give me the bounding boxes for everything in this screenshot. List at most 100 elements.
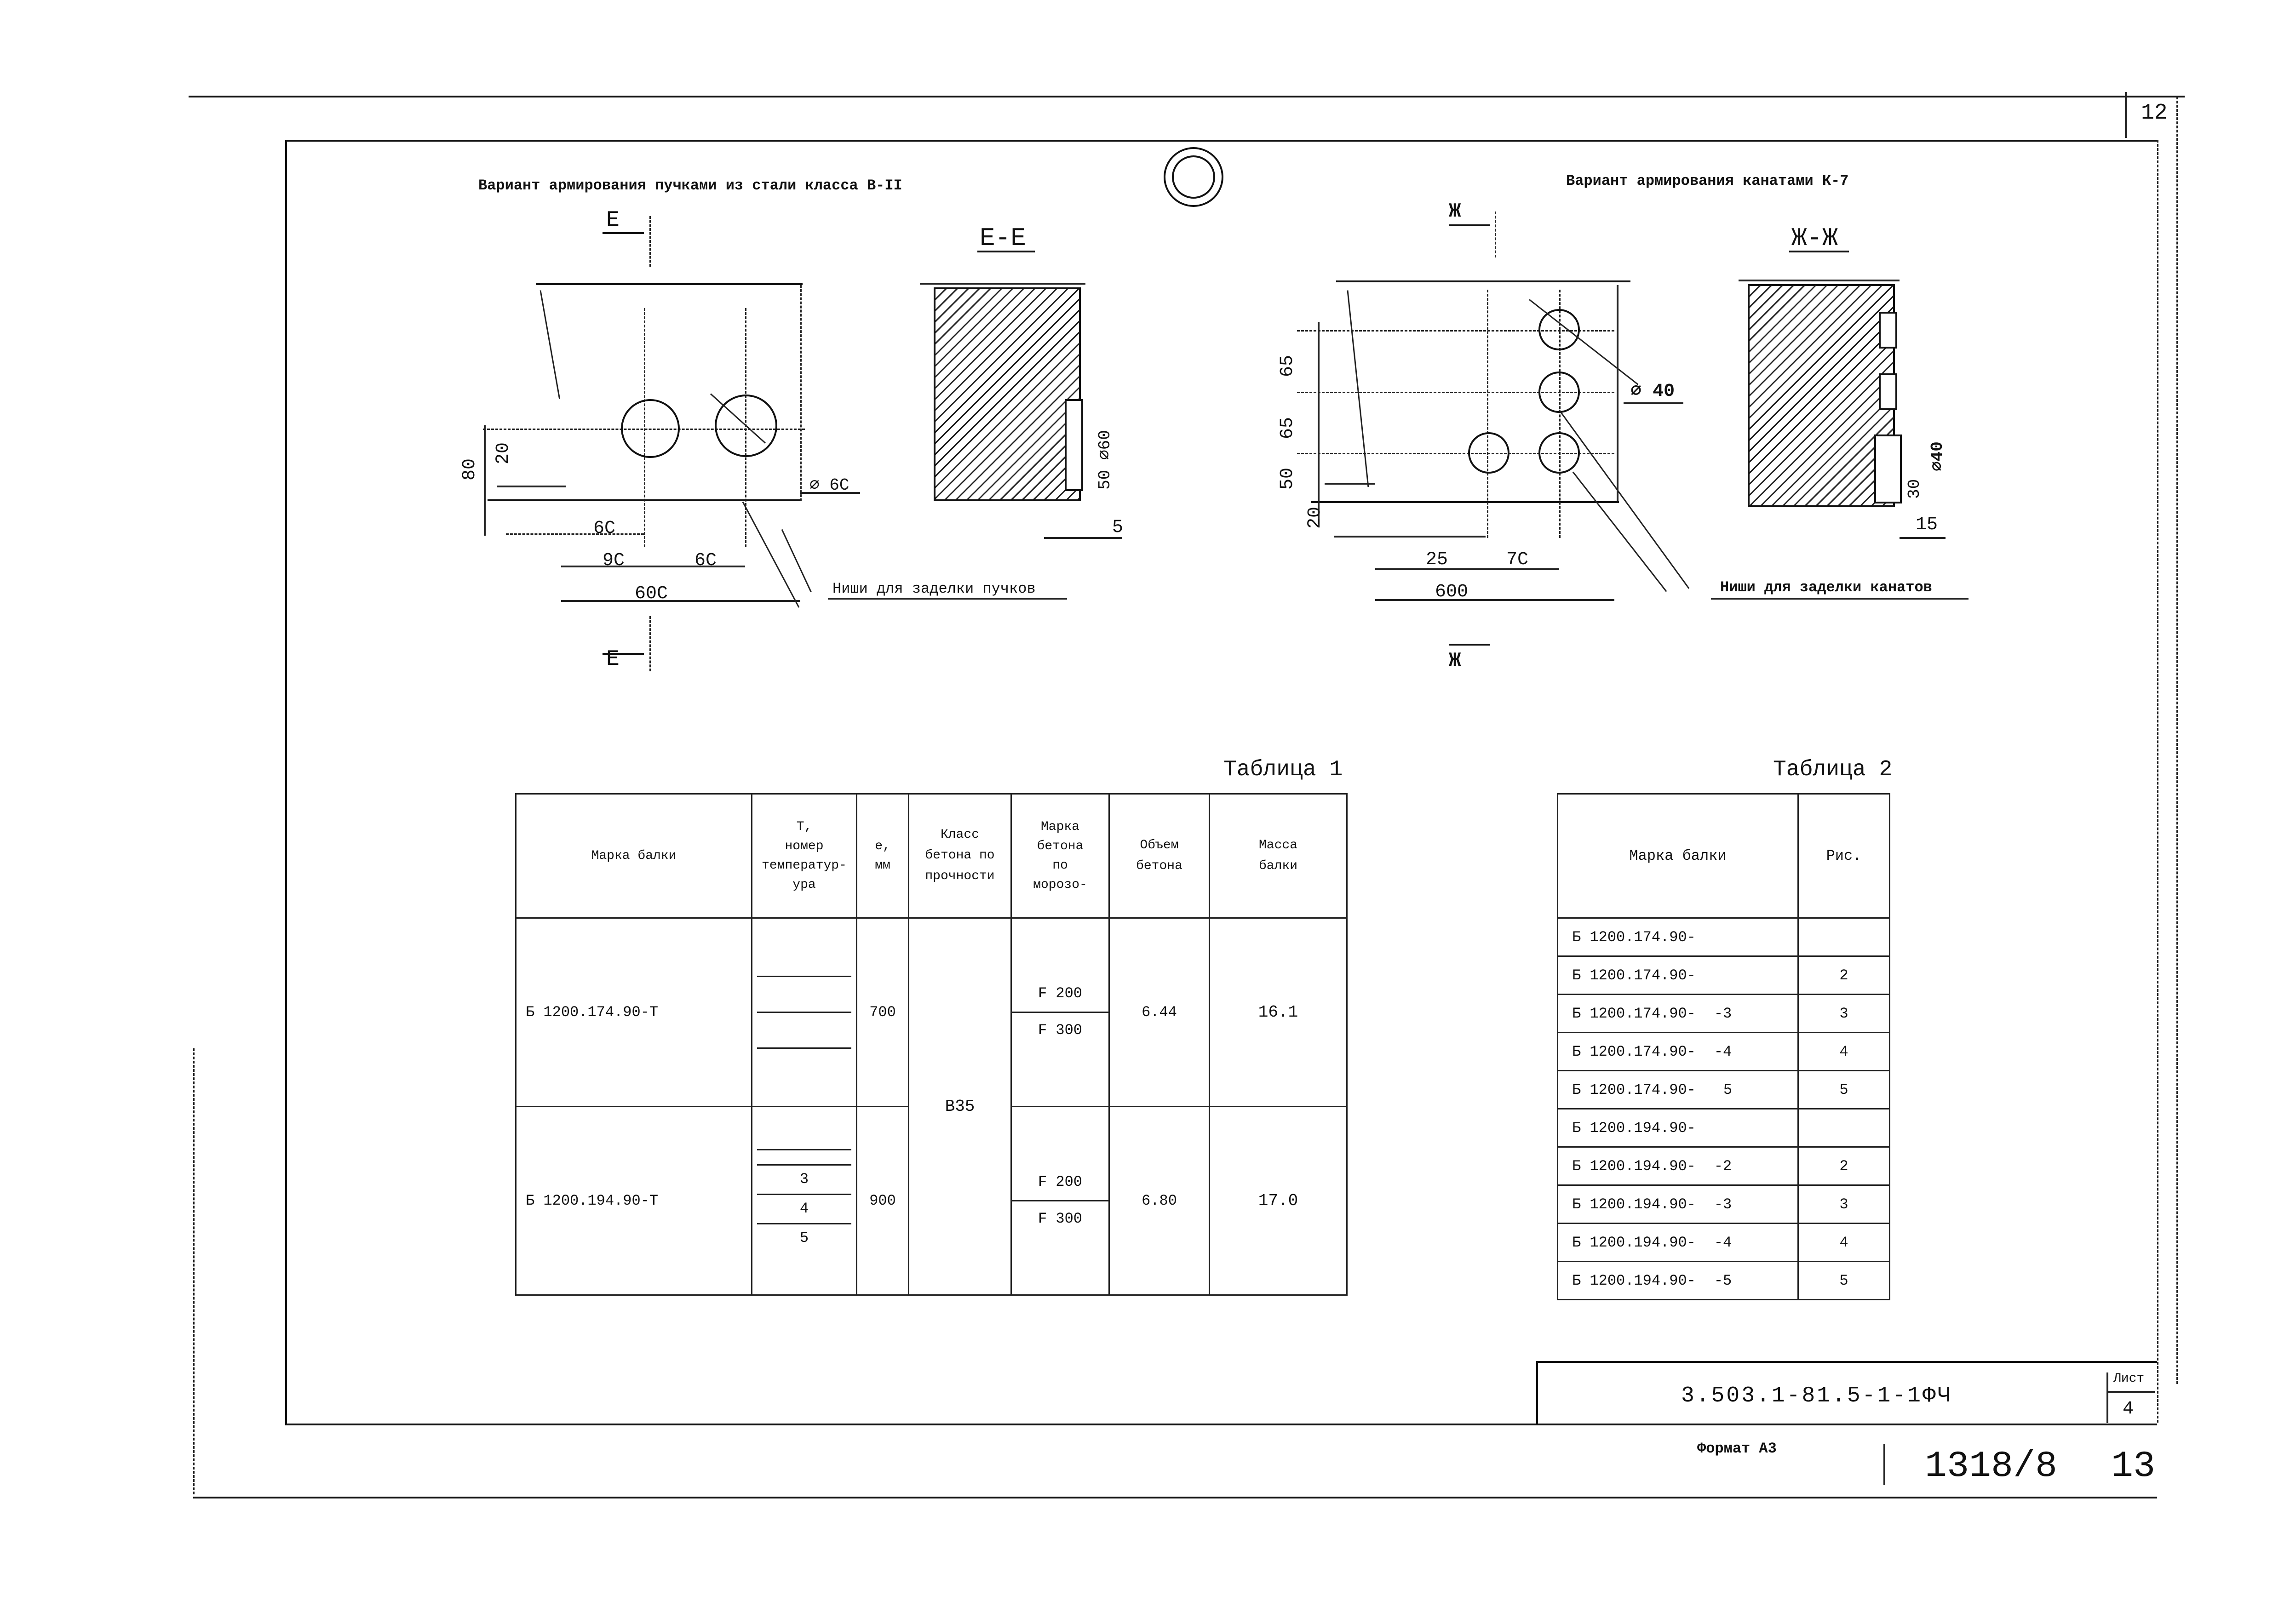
left-dim-80: 80 bbox=[459, 458, 480, 480]
right-drawing-title: Вариант армирования канатами К-7 bbox=[1566, 172, 1849, 189]
left-dim-60-a: 6С bbox=[593, 518, 616, 539]
table2-header-fig: Рис. bbox=[1797, 793, 1890, 919]
table1-row1-nums bbox=[751, 917, 857, 1107]
section-arrow-top-left bbox=[603, 232, 644, 234]
right-dim-line-600 bbox=[1375, 599, 1614, 601]
section-mark-top-right: Ж bbox=[1449, 200, 1461, 223]
right-dim-20: 20 bbox=[1305, 506, 1326, 529]
right-niche-leader-2 bbox=[1572, 471, 1667, 592]
left-section-title-underline bbox=[977, 251, 1035, 252]
table1-header-volume: Объем бетона bbox=[1108, 793, 1210, 919]
section-cut-right-top bbox=[1495, 212, 1496, 257]
outer-left-edge bbox=[193, 1048, 195, 1494]
right-beam-axis-1 bbox=[1297, 330, 1614, 332]
left-section-dim-60: ⌀60 bbox=[1096, 430, 1114, 460]
right-niche-leader-1 bbox=[1558, 409, 1690, 589]
right-dim-65-b: 65 bbox=[1277, 417, 1298, 439]
right-hole-1 bbox=[1538, 309, 1580, 350]
left-niche-label: Ниши для заделки пучков bbox=[832, 580, 1036, 597]
outer-bottom-line bbox=[193, 1497, 2157, 1498]
right-dim-line-v bbox=[1318, 322, 1320, 524]
table1-row1-frost: F 200 F 300 bbox=[1010, 917, 1110, 1107]
table2-header-mark: Марка балки bbox=[1557, 793, 1799, 919]
table1-row2-mark: Б 1200.194.90-Т bbox=[515, 1106, 752, 1296]
table1-header-e: е, мм bbox=[856, 793, 909, 919]
table1-row2-e: 900 bbox=[856, 1106, 909, 1296]
document-code: 3.503.1-81.5-1-1ФЧ bbox=[1681, 1384, 1953, 1408]
table2-caption: Таблица 2 bbox=[1773, 757, 1893, 782]
table2-row: Б 1200.174.90-2 bbox=[1557, 955, 1890, 995]
right-section-niche bbox=[1874, 435, 1902, 503]
archive-divider bbox=[1883, 1444, 1885, 1485]
left-diameter-leader bbox=[800, 492, 860, 494]
table1-class-value: В35 bbox=[908, 917, 1012, 1296]
right-niche-underline bbox=[1711, 598, 1969, 600]
left-dim-60-b: 6С bbox=[694, 550, 717, 571]
table1-header-mass: Масса балки bbox=[1209, 793, 1348, 919]
left-section-niche bbox=[1065, 399, 1083, 491]
table2-row: Б 1200.174.90- bbox=[1557, 917, 1890, 957]
left-hole-1 bbox=[621, 399, 680, 458]
left-drawing-title: Вариант армирования пучками из стали кла… bbox=[478, 177, 902, 194]
right-section-top-line bbox=[1739, 280, 1900, 281]
table1-row1-volume: 6.44 bbox=[1108, 917, 1210, 1107]
right-section-dim-40: ⌀40 bbox=[1928, 441, 1947, 471]
right-section-title: Ж-Ж bbox=[1791, 223, 1838, 253]
title-block-left bbox=[1536, 1361, 1538, 1425]
left-beam-slant-edge bbox=[539, 290, 561, 400]
left-section-title: Е-Е bbox=[980, 223, 1026, 253]
table1-row1-mark: Б 1200.174.90-Т bbox=[515, 917, 752, 1107]
left-section-hatched-area bbox=[934, 287, 1081, 501]
right-hole-2 bbox=[1538, 372, 1580, 413]
title-block-top bbox=[1536, 1361, 2157, 1363]
format-label: Формат А3 bbox=[1697, 1440, 1777, 1457]
table1-row2-frost: F 200 F 300 bbox=[1010, 1106, 1110, 1296]
left-dim-line-600 bbox=[561, 600, 800, 602]
left-dim-line-base bbox=[506, 533, 644, 535]
stamp-inner-circle bbox=[1172, 155, 1215, 199]
left-niche-underline bbox=[828, 598, 1067, 600]
section-mark-bottom-right: Ж bbox=[1449, 649, 1461, 672]
left-dim-line-90 bbox=[561, 566, 745, 567]
right-dim-line-base bbox=[1334, 536, 1486, 538]
sheet-label-divider bbox=[2106, 1391, 2155, 1393]
right-hole-4 bbox=[1468, 432, 1509, 474]
right-diameter-underline bbox=[1624, 402, 1683, 404]
left-hole-2 bbox=[715, 395, 777, 457]
title-block-sheet-divider bbox=[2106, 1372, 2108, 1423]
right-section-title-underline bbox=[1789, 251, 1849, 252]
outer-right-edge bbox=[2176, 97, 2178, 1384]
left-section-dim-5: 5 bbox=[1112, 517, 1124, 538]
top-page-number: 12 bbox=[2141, 101, 2168, 126]
left-section-dim-50: 50 bbox=[1096, 469, 1114, 490]
table1-row2-mass: 17.0 bbox=[1209, 1106, 1348, 1296]
right-section-dim-15-line bbox=[1900, 537, 1946, 539]
right-dim-line-25-70 bbox=[1375, 568, 1559, 570]
left-section-top-line bbox=[920, 283, 1085, 285]
right-section-notch-1 bbox=[1879, 312, 1897, 349]
section-arrow-bottom-left bbox=[603, 653, 644, 655]
section-cut-left-top bbox=[649, 216, 651, 267]
table2-row: Б 1200.194.90- bbox=[1557, 1108, 1890, 1148]
section-mark-top-left: Е bbox=[606, 208, 620, 233]
section-arrow-bottom-right bbox=[1449, 644, 1490, 646]
right-beam-axis-v1 bbox=[1487, 290, 1488, 538]
outer-top-line bbox=[189, 96, 2185, 97]
table1-row2-volume: 6.80 bbox=[1108, 1106, 1210, 1296]
right-section-hatched-area bbox=[1748, 284, 1895, 507]
right-section-dim-15: 15 bbox=[1916, 515, 1938, 535]
right-beam-top-edge bbox=[1336, 280, 1630, 282]
right-beam-axis-v2 bbox=[1559, 290, 1561, 538]
right-beam-axis-3 bbox=[1297, 453, 1614, 454]
table1-row-2: Б 1200.194.90-Т 3 4 5 900 F 200 F 300 6.… bbox=[515, 1106, 1348, 1296]
page-box-divider bbox=[2125, 92, 2127, 138]
table1-header-num: Т, номер температур- ура bbox=[751, 793, 857, 919]
right-beam-right-edge bbox=[1617, 285, 1618, 501]
table1: Марка балки Т, номер температур- ура е, … bbox=[515, 793, 1348, 1296]
